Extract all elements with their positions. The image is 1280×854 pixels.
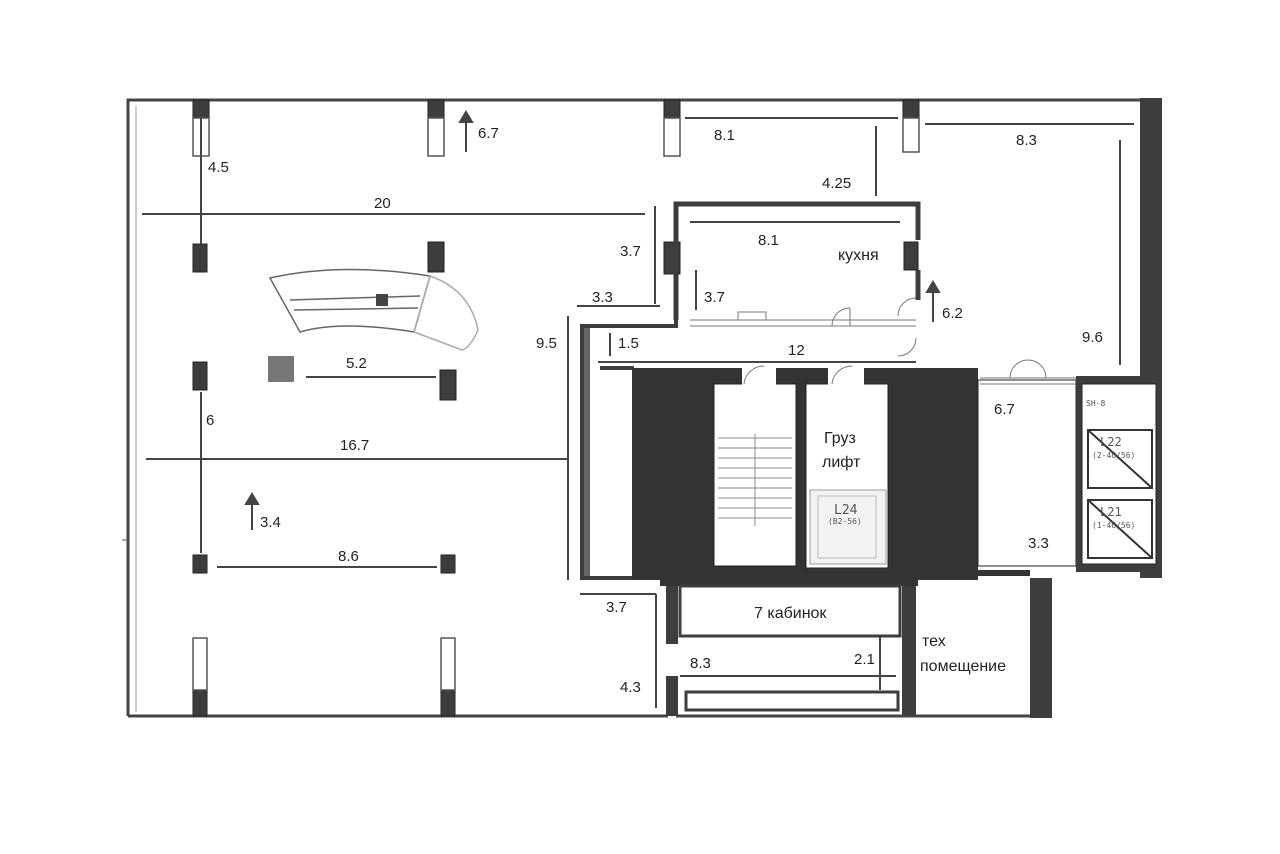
dim-2-1: 2.1 — [854, 651, 875, 668]
right-room-doors — [980, 359, 1076, 385]
window-bays — [192, 117, 920, 691]
dim-4-25: 4.25 — [822, 175, 851, 192]
dim-3-7-a: 3.7 — [620, 243, 641, 260]
dim-4-5: 4.5 — [208, 159, 229, 176]
dim-6-2: 6.2 — [942, 305, 963, 322]
tag-l22: L22 — [1100, 435, 1122, 449]
dim-3-4: 3.4 — [260, 514, 281, 531]
grey-block — [268, 356, 294, 382]
dim-8-3-bottom: 8.3 — [690, 655, 711, 672]
room-tech-label-2: помещение — [920, 658, 1006, 675]
tag-sh8: SH-8 — [1086, 399, 1105, 408]
outer-walls — [126, 98, 1140, 718]
tag-l22-sub: (2-46/56) — [1092, 451, 1135, 460]
bottom-rooms — [678, 584, 902, 712]
dim-12: 12 — [788, 342, 805, 359]
room-tech-label-1: тех — [922, 633, 946, 650]
tag-l21-sub: (1-46/56) — [1092, 521, 1135, 530]
stair-post — [376, 294, 388, 306]
east-wall-lower — [1030, 578, 1052, 718]
tag-l24: L24 — [834, 503, 858, 518]
core — [632, 365, 1160, 586]
dim-4-3: 4.3 — [620, 679, 641, 696]
room-freight-lift-label-2: лифт — [822, 454, 861, 471]
lift-shafts — [1087, 429, 1153, 559]
dim-6: 6 — [206, 412, 214, 429]
dim-8-1-top: 8.1 — [714, 127, 735, 144]
dim-9-6: 9.6 — [1082, 329, 1103, 346]
room-freight-lift-label-1: Груз — [824, 430, 856, 447]
dim-9-5: 9.5 — [536, 335, 557, 352]
dim-8-3-top: 8.3 — [1016, 132, 1037, 149]
spiral-staircase — [268, 268, 479, 351]
dim-3-3-a: 3.3 — [592, 289, 613, 306]
room-kitchen-label: кухня — [838, 247, 879, 264]
dim-8-1-kitchen: 8.1 — [758, 232, 779, 249]
dim-6-7-top: 6.7 — [478, 125, 499, 142]
dim-5-2: 5.2 — [346, 355, 367, 372]
dim-3-7-c: 3.7 — [606, 599, 627, 616]
tag-l21: L21 — [1100, 505, 1122, 519]
dim-6-7-mid: 6.7 — [994, 401, 1015, 418]
dim-20: 20 — [374, 195, 391, 212]
dim-8-6: 8.6 — [338, 548, 359, 565]
corridor-walls — [580, 318, 678, 580]
dim-3-3-b: 3.3 — [1028, 535, 1049, 552]
dim-16-7: 16.7 — [340, 437, 369, 454]
columns — [192, 99, 920, 717]
freight-lift-box — [809, 489, 887, 565]
tag-l24-sub: (B2-56) — [828, 517, 862, 526]
stair-treads — [718, 434, 792, 526]
kitchen-fixtures — [690, 297, 917, 357]
dim-1-5: 1.5 — [618, 335, 639, 352]
kitchen-walls — [673, 201, 921, 320]
arrows — [244, 110, 941, 530]
room-cabins-label: 7 кабинок — [754, 605, 827, 622]
dim-3-7-b: 3.7 — [704, 289, 725, 306]
